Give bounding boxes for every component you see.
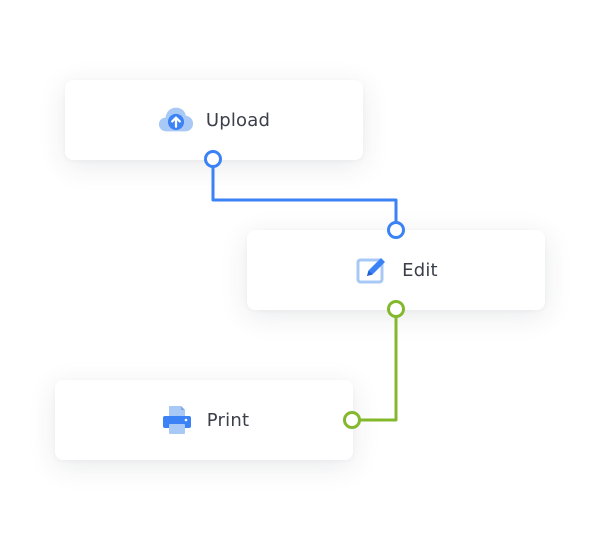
node-upload-label: Upload (205, 109, 271, 131)
printer-icon (159, 404, 195, 436)
edge-upload-to-edit (211, 167, 398, 222)
node-edit[interactable]: Edit (247, 230, 545, 310)
node-upload[interactable]: Upload (65, 80, 363, 160)
node-print[interactable]: Print (55, 380, 353, 460)
node-print-label: Print (206, 409, 250, 431)
cloud-upload-icon (158, 104, 194, 136)
node-edit-label: Edit (402, 259, 438, 281)
edit-pencil-icon (354, 254, 390, 286)
edge-edit-to-print (360, 317, 398, 422)
